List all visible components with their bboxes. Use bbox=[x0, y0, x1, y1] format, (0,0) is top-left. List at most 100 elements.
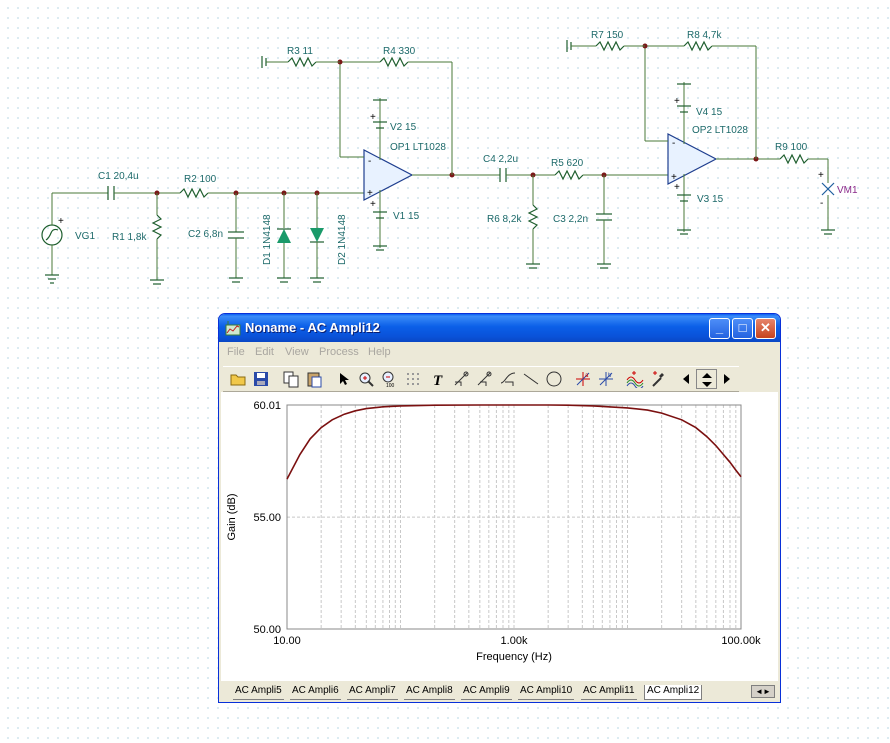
cursor-b-icon[interactable] bbox=[475, 369, 496, 389]
menu-edit[interactable]: Edit bbox=[255, 346, 274, 358]
line-tool-icon[interactable] bbox=[521, 369, 542, 389]
r1-label: R1 1,8k bbox=[112, 232, 147, 243]
r1-resistor[interactable] bbox=[151, 214, 163, 240]
c3-label: C3 2,2n bbox=[553, 214, 588, 225]
tab-scroll-icon[interactable]: ◄► bbox=[751, 685, 775, 698]
x-tick-label: 10.00 bbox=[273, 635, 301, 647]
zoom-in-icon[interactable] bbox=[356, 369, 377, 389]
r3-label: R3 11 bbox=[287, 46, 313, 57]
svg-text:+: + bbox=[674, 182, 680, 193]
d1-label: D1 1N4148 bbox=[262, 214, 273, 265]
svg-text:+: + bbox=[370, 112, 376, 123]
v4-label: V4 15 bbox=[696, 107, 723, 118]
vm1-label: VM1 bbox=[837, 185, 858, 196]
circuit-schematic: + VG1 C1 20,4u R1 1,8k R2 100 C2 6,8n D1… bbox=[41, 30, 858, 285]
r8-label: R8 4,7k bbox=[687, 30, 722, 41]
svg-text:+: + bbox=[671, 172, 677, 183]
tab-ac-ampli9[interactable]: AC Ampli9 bbox=[461, 685, 512, 700]
grid-icon[interactable] bbox=[403, 369, 424, 389]
tab-ac-ampli11[interactable]: AC Ampli11 bbox=[581, 685, 637, 700]
tab-ac-ampli5[interactable]: AC Ampli5 bbox=[233, 685, 284, 700]
arrow-left-icon[interactable] bbox=[676, 369, 697, 389]
r2-label: R2 100 bbox=[184, 174, 217, 185]
menu-view[interactable]: View bbox=[285, 346, 309, 358]
app-icon bbox=[225, 321, 241, 336]
y-tick-label: 60.01 bbox=[253, 400, 281, 412]
y-tick-label: 50.00 bbox=[253, 624, 281, 636]
arrow-right-icon[interactable] bbox=[717, 369, 738, 389]
cursor-a-marker-icon[interactable]: a bbox=[573, 369, 594, 389]
svg-text:-: - bbox=[672, 138, 675, 149]
svg-text:a: a bbox=[585, 373, 589, 379]
text-tool-icon[interactable]: T bbox=[429, 369, 450, 389]
svg-text:+: + bbox=[58, 216, 64, 227]
copy-icon[interactable] bbox=[281, 369, 302, 389]
r6-label: R6 8,2k bbox=[487, 214, 522, 225]
menu-process[interactable]: Process bbox=[319, 346, 359, 358]
cursor-b-marker-icon[interactable]: b bbox=[596, 369, 617, 389]
y-tick-label: 55.00 bbox=[253, 512, 281, 524]
r9-resistor[interactable] bbox=[779, 153, 809, 165]
menu-help[interactable]: Help bbox=[368, 346, 391, 358]
curve-add-icon[interactable] bbox=[625, 369, 646, 389]
minimize-button[interactable]: _ bbox=[709, 318, 730, 339]
r4-resistor[interactable] bbox=[379, 56, 409, 68]
save-disk-icon[interactable] bbox=[251, 369, 272, 389]
r7-label: R7 150 bbox=[591, 30, 624, 41]
r8-resistor[interactable] bbox=[683, 40, 713, 52]
tab-bar: AC Ampli5 AC Ampli6 AC Ampli7 AC Ampli8 … bbox=[219, 683, 780, 702]
svg-text:-: - bbox=[820, 198, 823, 209]
cursor-a-icon[interactable] bbox=[452, 369, 473, 389]
d2-diode[interactable] bbox=[310, 228, 324, 242]
r5-label: R5 620 bbox=[551, 158, 584, 169]
svg-text:+: + bbox=[818, 170, 824, 181]
pointer-icon[interactable] bbox=[333, 369, 354, 389]
y-axis-label: Gain (dB) bbox=[226, 493, 238, 540]
op2-label: OP2 LT1028 bbox=[692, 125, 748, 136]
ac-analysis-window[interactable]: Noname - AC Ampli12 _ □ ✕ File Edit View… bbox=[218, 313, 781, 703]
vg1-source-symbol[interactable] bbox=[41, 224, 63, 246]
r7-resistor[interactable] bbox=[595, 40, 625, 52]
tab-ac-ampli6[interactable]: AC Ampli6 bbox=[290, 685, 341, 700]
paste-icon[interactable] bbox=[304, 369, 325, 389]
svg-text:T: T bbox=[433, 373, 443, 388]
r3-resistor[interactable] bbox=[287, 56, 317, 68]
tab-ac-ampli12[interactable]: AC Ampli12 bbox=[644, 685, 703, 700]
tab-ac-ampli7[interactable]: AC Ampli7 bbox=[347, 685, 398, 700]
circle-tool-icon[interactable] bbox=[544, 369, 565, 389]
r2-resistor[interactable] bbox=[179, 187, 209, 199]
cursor-zero-icon[interactable] bbox=[498, 369, 519, 389]
svg-text:-: - bbox=[368, 156, 371, 167]
gain-curve bbox=[286, 404, 742, 480]
c1-label: C1 20,4u bbox=[98, 171, 139, 182]
svg-text:+: + bbox=[367, 188, 373, 199]
op2-opamp[interactable] bbox=[667, 133, 718, 185]
x-axis-label: Frequency (Hz) bbox=[476, 651, 552, 663]
title-bar[interactable]: Noname - AC Ampli12 _ □ ✕ bbox=[219, 314, 780, 342]
r4-label: R4 330 bbox=[383, 46, 416, 57]
tab-ac-ampli8[interactable]: AC Ampli8 bbox=[404, 685, 455, 700]
op1-label: OP1 LT1028 bbox=[390, 142, 446, 153]
r6-resistor[interactable] bbox=[527, 204, 539, 230]
zoom-100-icon[interactable]: 100 bbox=[379, 369, 400, 389]
open-folder-icon[interactable] bbox=[228, 369, 249, 389]
grid bbox=[287, 405, 741, 629]
menu-file[interactable]: File bbox=[227, 346, 245, 358]
svg-text:100: 100 bbox=[386, 383, 395, 388]
tab-ac-ampli10[interactable]: AC Ampli10 bbox=[518, 685, 575, 700]
d1-diode[interactable] bbox=[277, 229, 291, 243]
d2-label: D2 1N4148 bbox=[337, 214, 348, 265]
v1-label: V1 15 bbox=[393, 211, 420, 222]
svg-text:+: + bbox=[674, 96, 680, 107]
op1-opamp[interactable] bbox=[363, 149, 414, 201]
close-button[interactable]: ✕ bbox=[755, 318, 776, 339]
arrow-updown-icon[interactable] bbox=[696, 369, 717, 389]
r5-resistor[interactable] bbox=[554, 169, 584, 181]
picker-icon[interactable] bbox=[648, 369, 669, 389]
v2-label: V2 15 bbox=[390, 122, 417, 133]
vg1-label: VG1 bbox=[75, 231, 95, 242]
maximize-button[interactable]: □ bbox=[732, 318, 753, 339]
svg-text:+: + bbox=[370, 199, 376, 210]
